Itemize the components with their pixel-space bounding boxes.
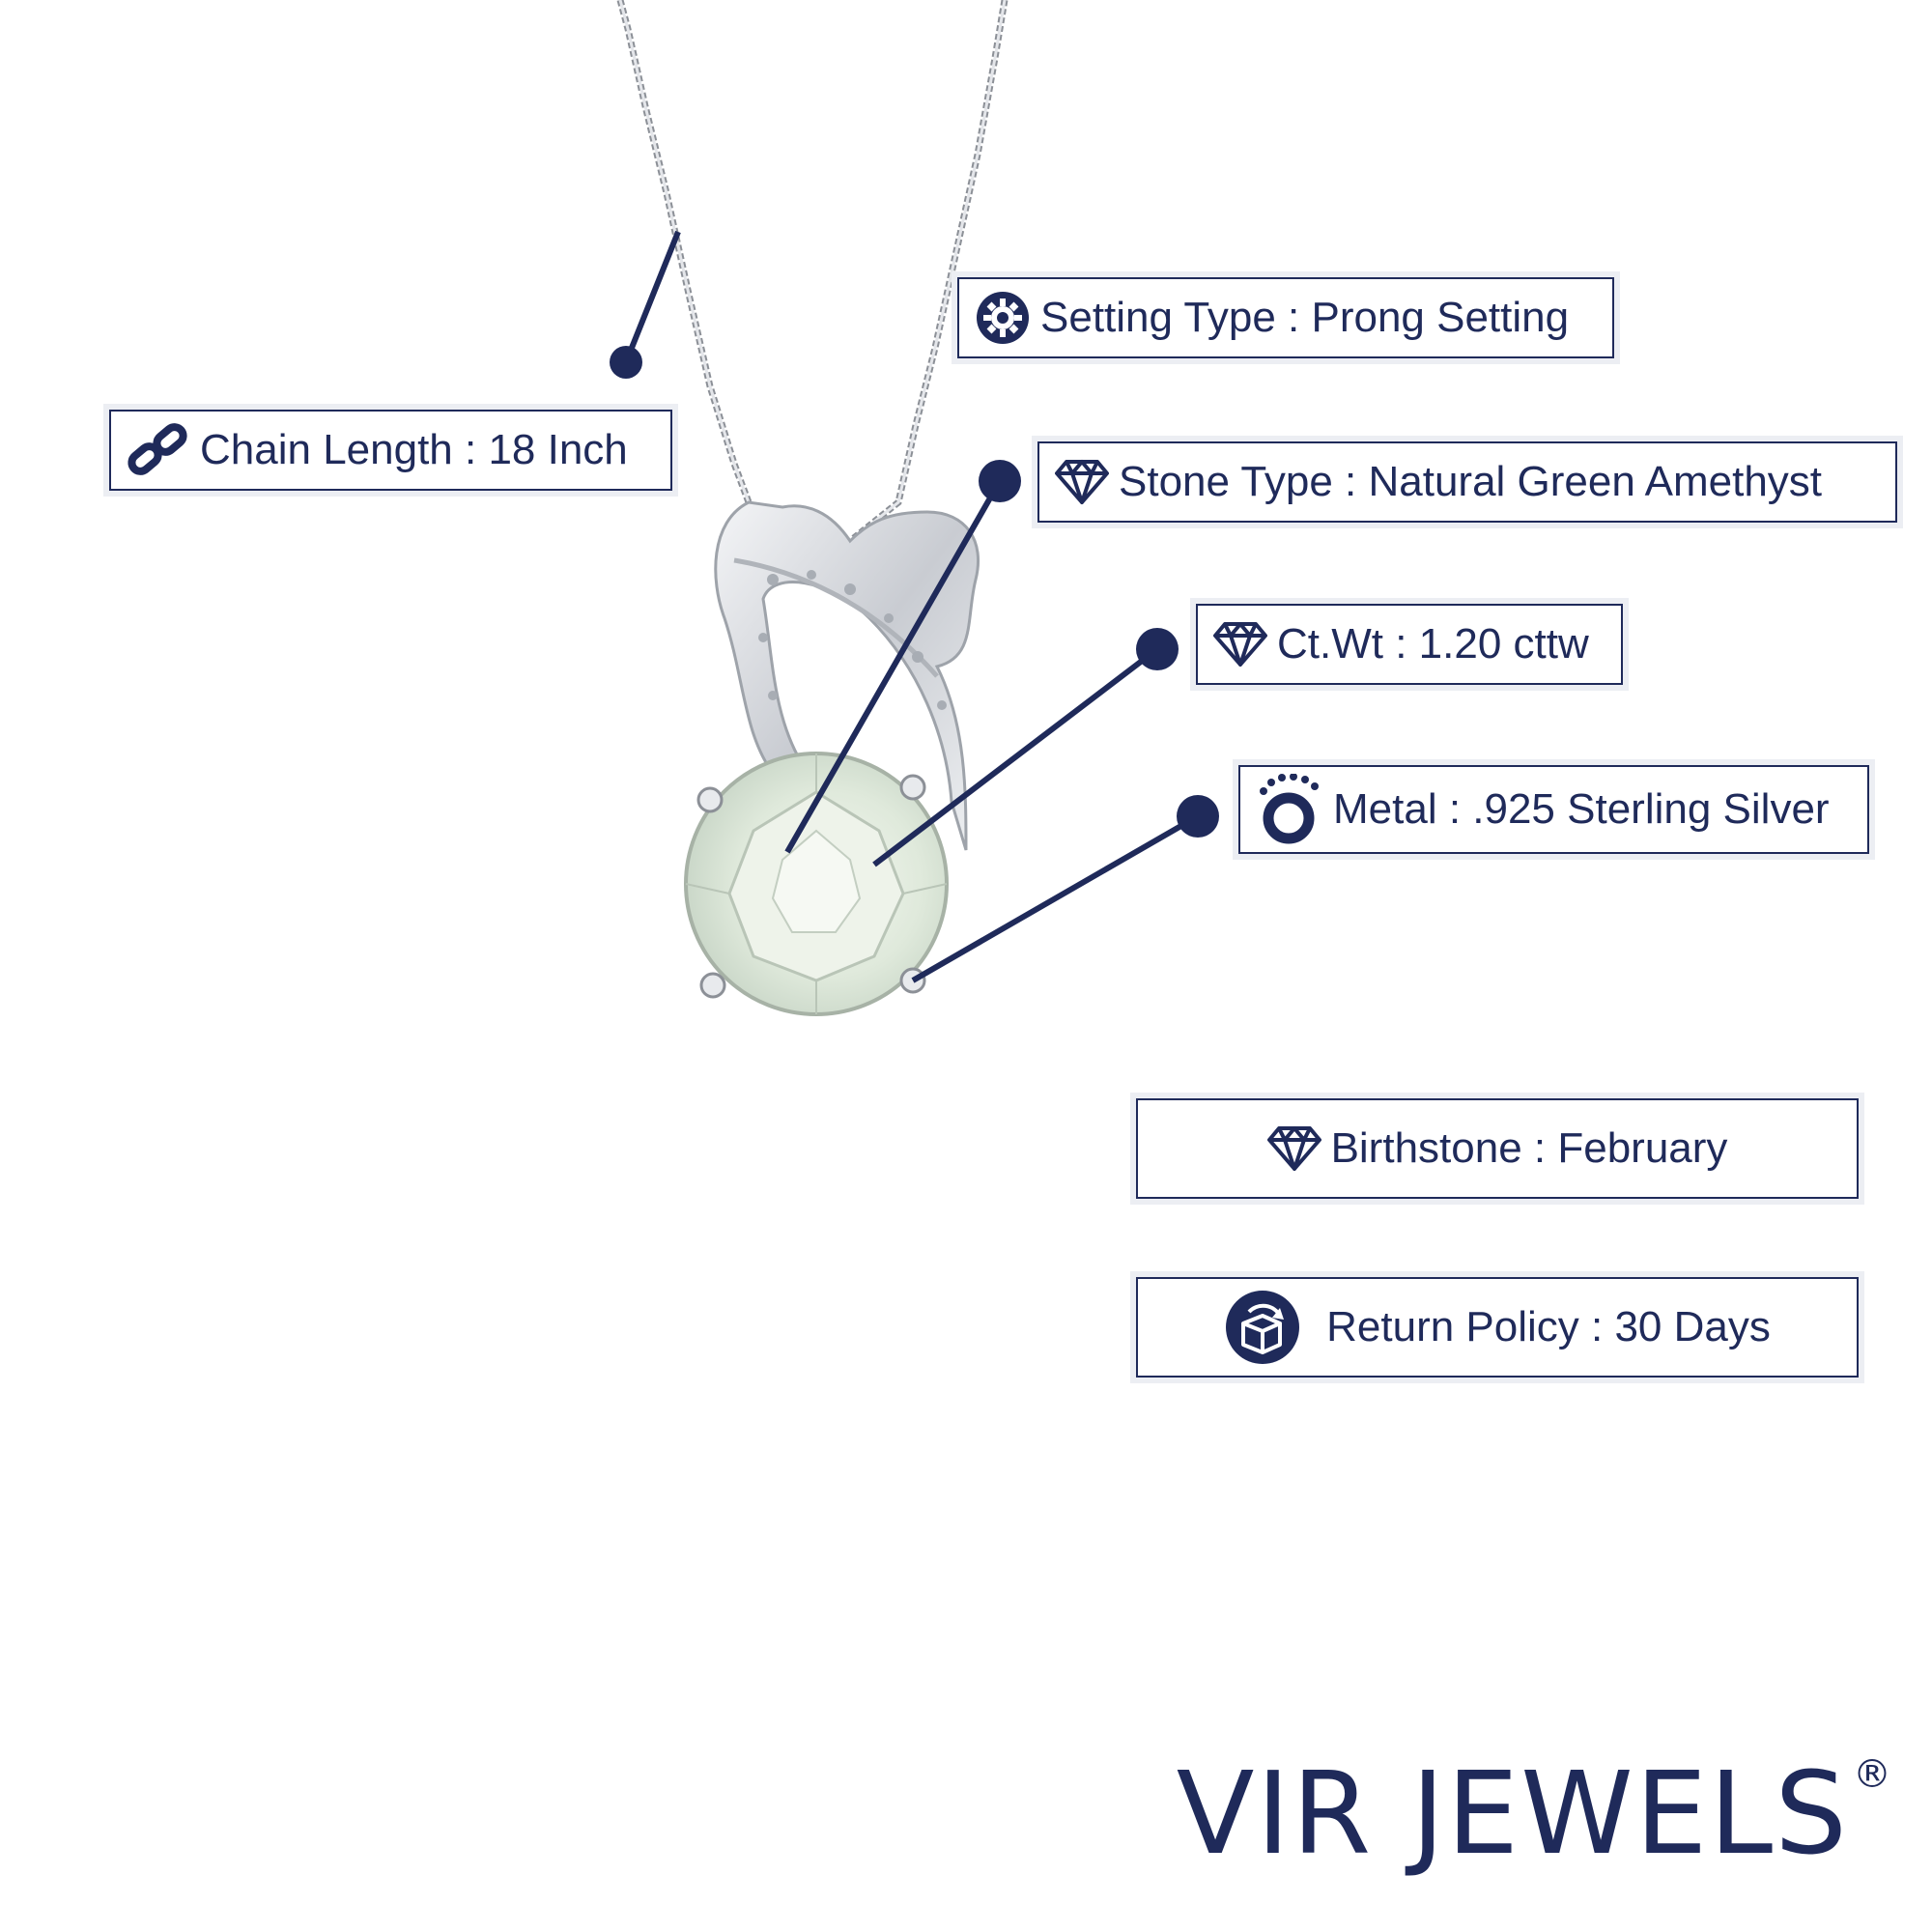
spec-label: Chain Length : 18 Inch [200,426,628,473]
diamond-icon [1055,458,1109,506]
spec-label: Setting Type : Prong Setting [1040,294,1570,341]
spec-return-policy: Return Policy : 30 Days [1130,1271,1864,1383]
diamond-icon [1213,620,1267,668]
spec-label: Birthstone : February [1330,1124,1728,1172]
registered-mark: ® [1853,1752,1893,1797]
diamond-icon [1266,1124,1321,1173]
spec-stone-type: Stone Type : Natural Green Amethyst [1032,436,1903,528]
spec-birthstone: Birthstone : February [1130,1093,1864,1205]
gemstone [684,752,949,1016]
brand-logo: VIR JEWELS® [1177,1747,1893,1880]
spec-chain-length: Chain Length : 18 Inch [103,404,678,497]
spec-metal: Metal : .925 Sterling Silver [1233,759,1875,860]
return-box-icon [1224,1289,1301,1366]
brand-name: VIR JEWELS [1176,1747,1849,1880]
spec-label: Ct.Wt : 1.20 cttw [1277,620,1589,668]
spec-label: Metal : .925 Sterling Silver [1333,785,1830,833]
spec-ct-wt: Ct.Wt : 1.20 cttw [1190,598,1629,691]
spec-label: Stone Type : Natural Green Amethyst [1119,458,1823,505]
ring-icon [1256,774,1323,845]
chain [616,0,1009,544]
spec-setting-type: Setting Type : Prong Setting [952,271,1620,364]
spec-label: Return Policy : 30 Days [1326,1303,1771,1350]
gear-icon [975,290,1031,346]
chain-link-icon [127,423,190,477]
leader-lines [610,230,1219,983]
